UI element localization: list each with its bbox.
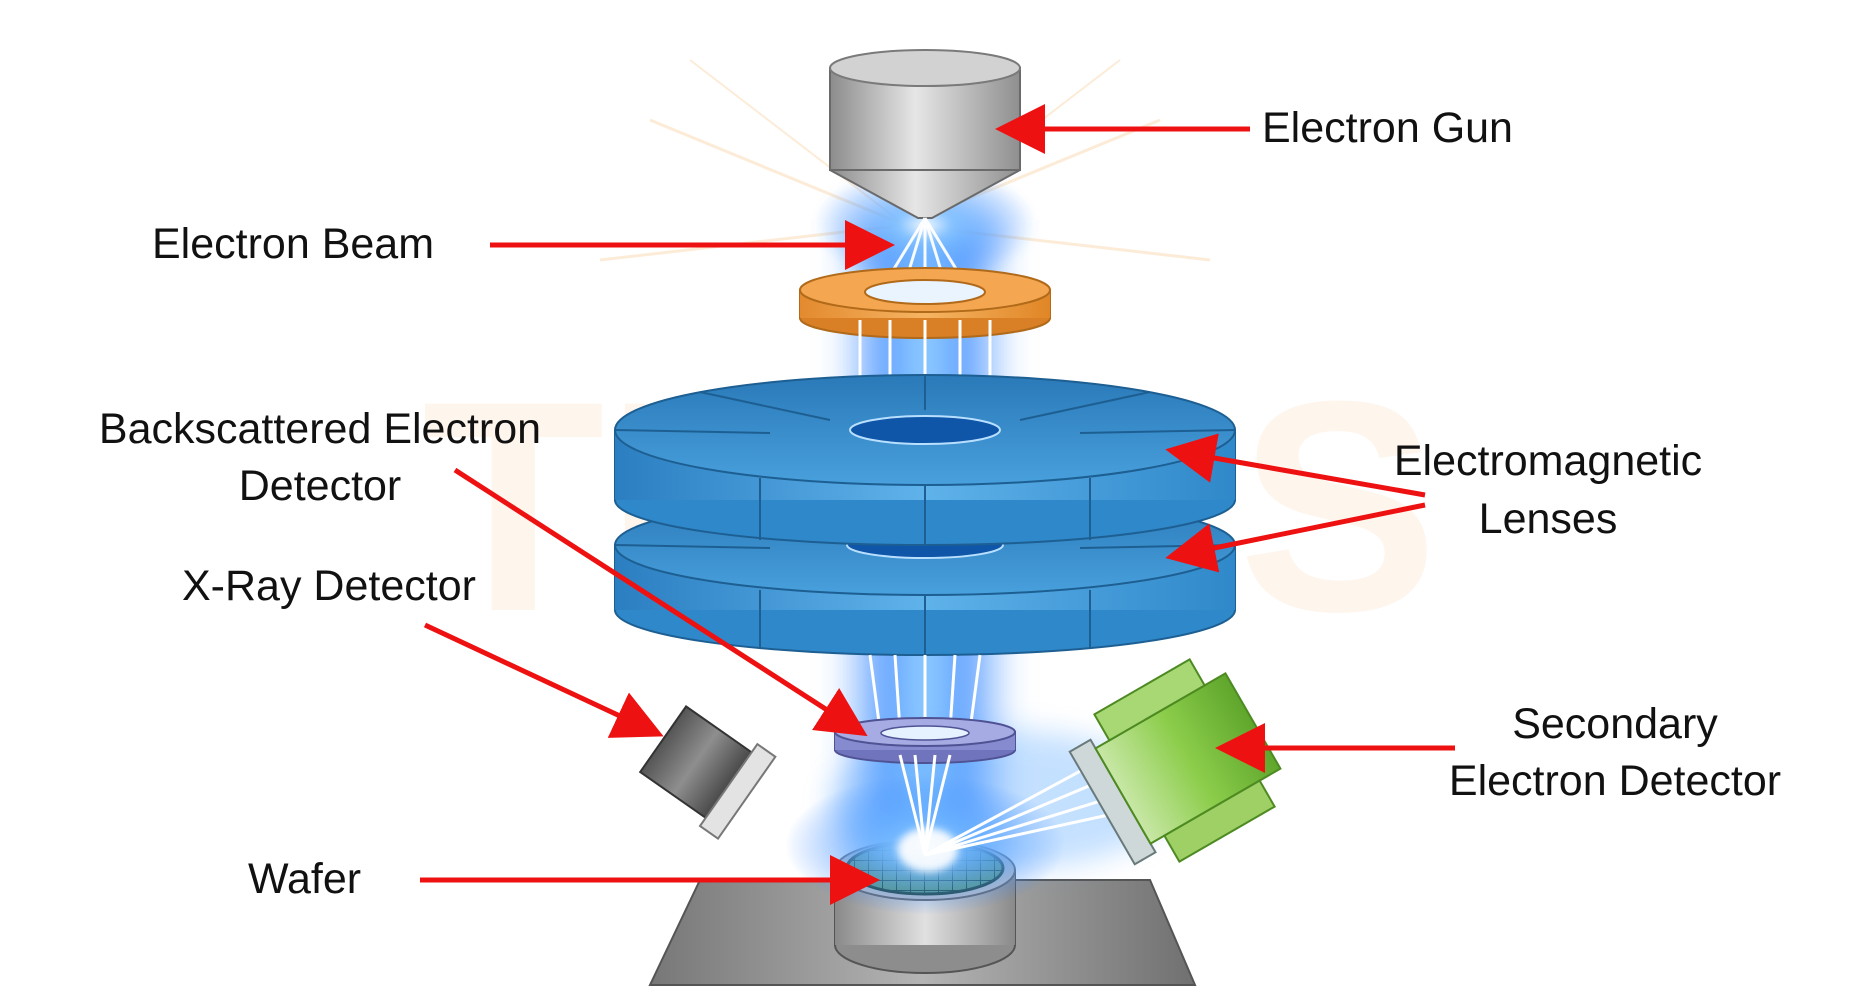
- electromagnetic-lens-upper: [614, 374, 1236, 546]
- label-electromagnetic-line2: Lenses: [1479, 495, 1618, 543]
- label-secondary-line2: Electron Detector: [1449, 757, 1781, 805]
- label-secondary-line1: Secondary: [1512, 700, 1718, 748]
- label-electron-gun: Electron Gun: [1262, 104, 1513, 152]
- arrow-em-lens-lower: [1165, 502, 1426, 573]
- pointer-arrows: [420, 104, 1455, 905]
- secondary-electron-detector: [1068, 658, 1282, 866]
- label-wafer: Wafer: [248, 855, 361, 903]
- backscattered-detector-ring: [834, 717, 1016, 764]
- arrow-em-lens-upper: [1165, 433, 1426, 498]
- label-xray-detector: X-Ray Detector: [182, 562, 476, 610]
- label-electron-beam: Electron Beam: [152, 220, 434, 268]
- impact-flare: [898, 828, 958, 872]
- label-electromagnetic-line1: Electromagnetic: [1394, 437, 1702, 485]
- xray-detector: [638, 705, 777, 841]
- label-backscattered-line2: Detector: [239, 462, 402, 510]
- electron-gun: [829, 49, 1021, 219]
- aperture-ring: [799, 267, 1051, 339]
- label-backscattered-line1: Backscattered Electron: [99, 405, 541, 453]
- arrow-backscattered: [453, 467, 868, 737]
- arrow-xray: [423, 622, 664, 738]
